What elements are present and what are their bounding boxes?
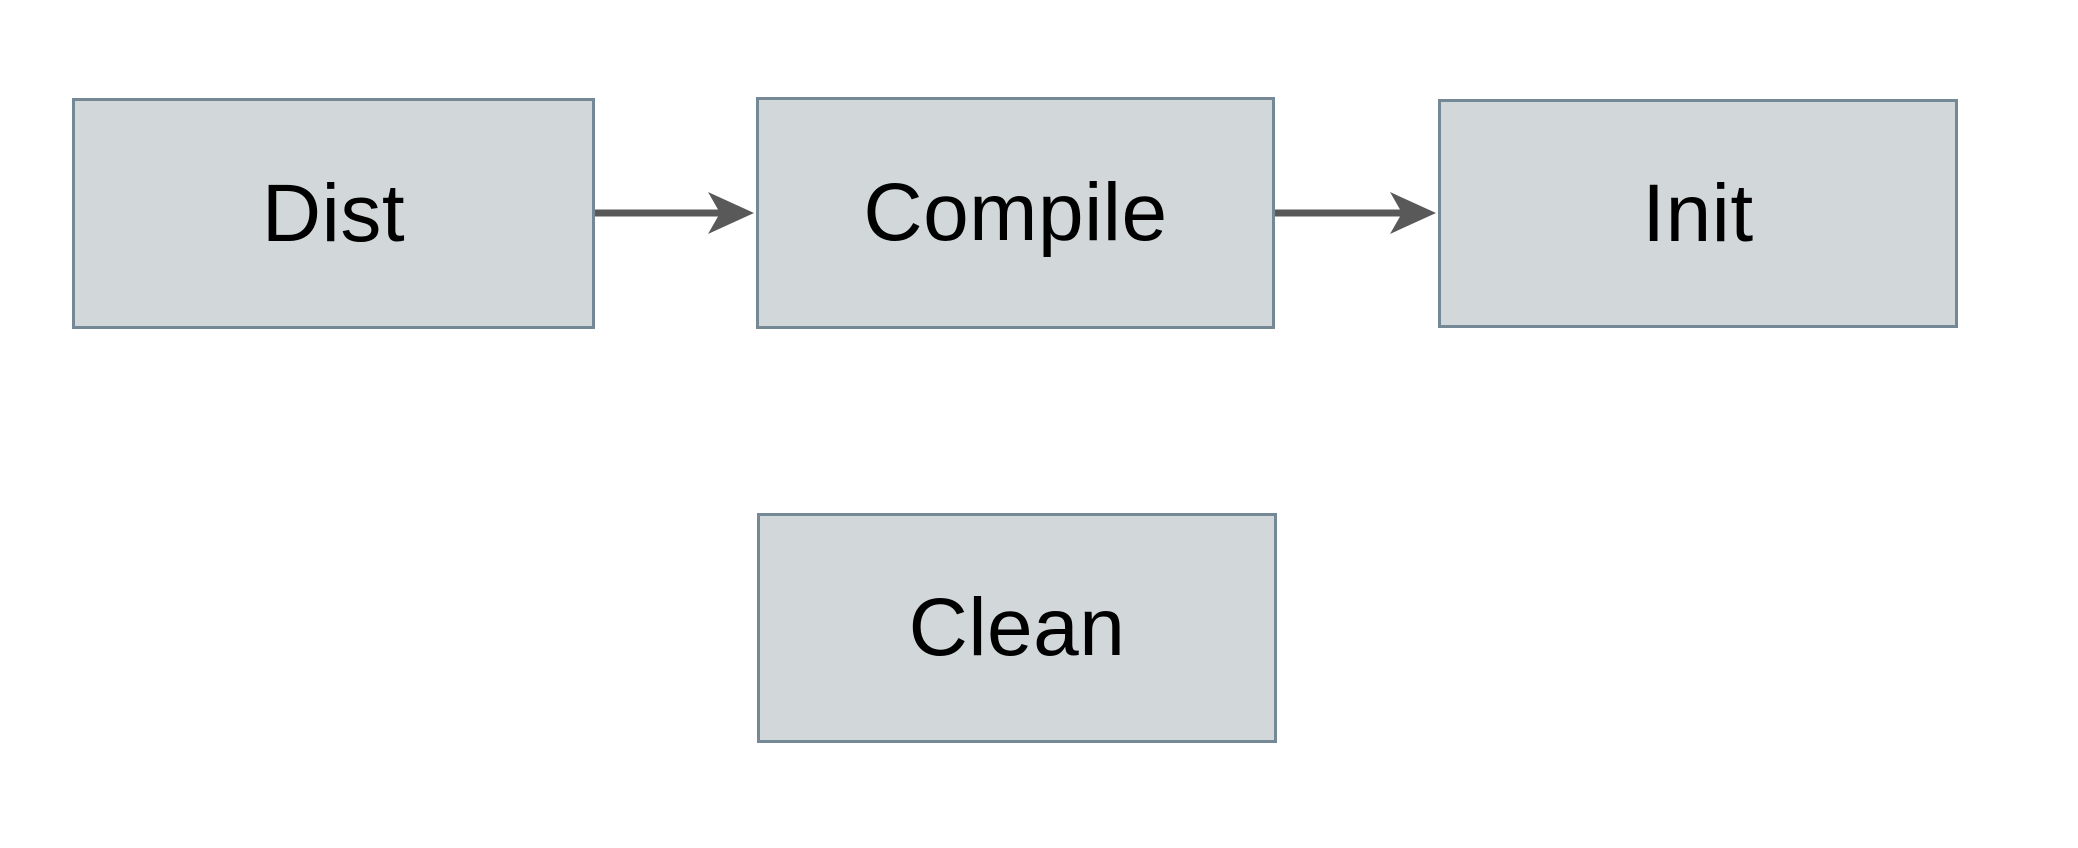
node-compile[interactable]: Compile: [756, 97, 1275, 329]
node-compile-label: Compile: [863, 167, 1168, 258]
node-dist[interactable]: Dist: [72, 98, 595, 329]
arrowhead-icon: [1390, 192, 1436, 234]
node-init[interactable]: Init: [1438, 99, 1958, 328]
arrow-dist-to-compile[interactable]: [595, 192, 754, 234]
node-init-label: Init: [1642, 167, 1754, 259]
arrowhead-icon: [708, 192, 754, 234]
node-clean[interactable]: Clean: [757, 513, 1277, 743]
arrow-compile-to-init[interactable]: [1275, 192, 1436, 234]
node-clean-label: Clean: [908, 582, 1126, 673]
node-dist-label: Dist: [261, 167, 406, 259]
